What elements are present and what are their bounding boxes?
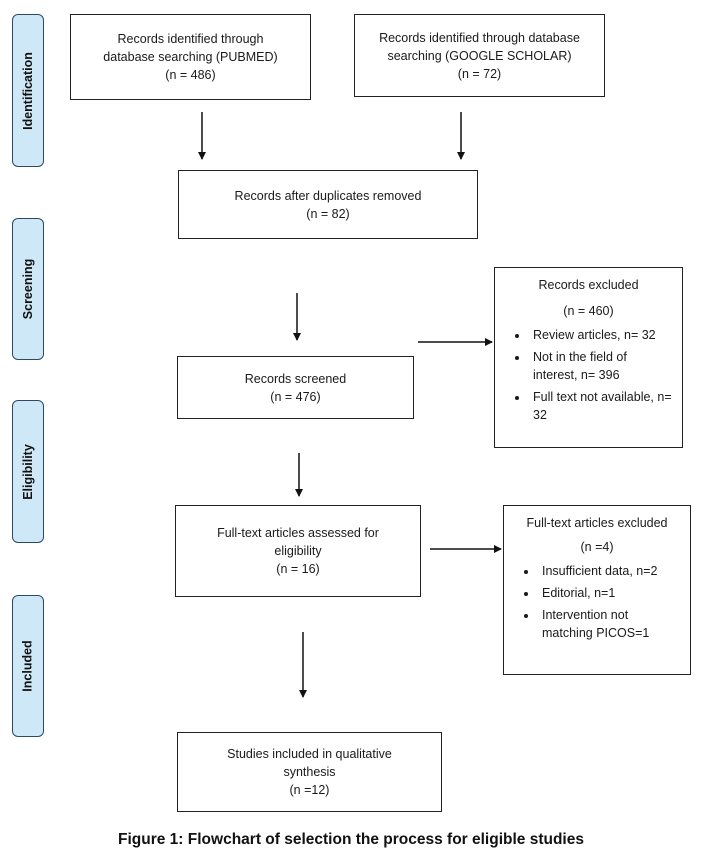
phase-identification: Identification <box>12 14 44 167</box>
list-item: Review articles, n= 32 <box>529 326 672 344</box>
fulltext-excluded-list: Insufficient data, n=2 Editorial, n=1 In… <box>514 562 680 642</box>
box-fulltext-assessed: Full-text articles assessed for eligibil… <box>175 505 421 597</box>
list-item: Intervention not matching PICOS=1 <box>538 606 680 642</box>
box-pubmed-records: Records identified through database sear… <box>70 14 311 100</box>
box-duplicates-removed: Records after duplicates removed (n = 82… <box>178 170 478 239</box>
list-item: Insufficient data, n=2 <box>538 562 680 580</box>
box-fulltext-excluded: Full-text articles excluded (n =4) Insuf… <box>503 505 691 675</box>
records-excluded-list: Review articles, n= 32 Not in the field … <box>505 326 672 424</box>
phase-eligibility: Eligibility <box>12 400 44 543</box>
list-item: Full text not available, n= 32 <box>529 388 672 424</box>
box-scholar-records: Records identified through database sear… <box>354 14 605 97</box>
box-studies-included: Studies included in qualitative synthesi… <box>177 732 442 812</box>
list-item: Editorial, n=1 <box>538 584 680 602</box>
phase-included: Included <box>12 595 44 737</box>
box-records-screened: Records screened (n = 476) <box>177 356 414 419</box>
phase-screening: Screening <box>12 218 44 360</box>
figure-caption: Figure 1: Flowchart of selection the pro… <box>118 831 584 848</box>
box-records-excluded: Records excluded (n = 460) Review articl… <box>494 267 683 448</box>
list-item: Not in the field of interest, n= 396 <box>529 348 672 384</box>
